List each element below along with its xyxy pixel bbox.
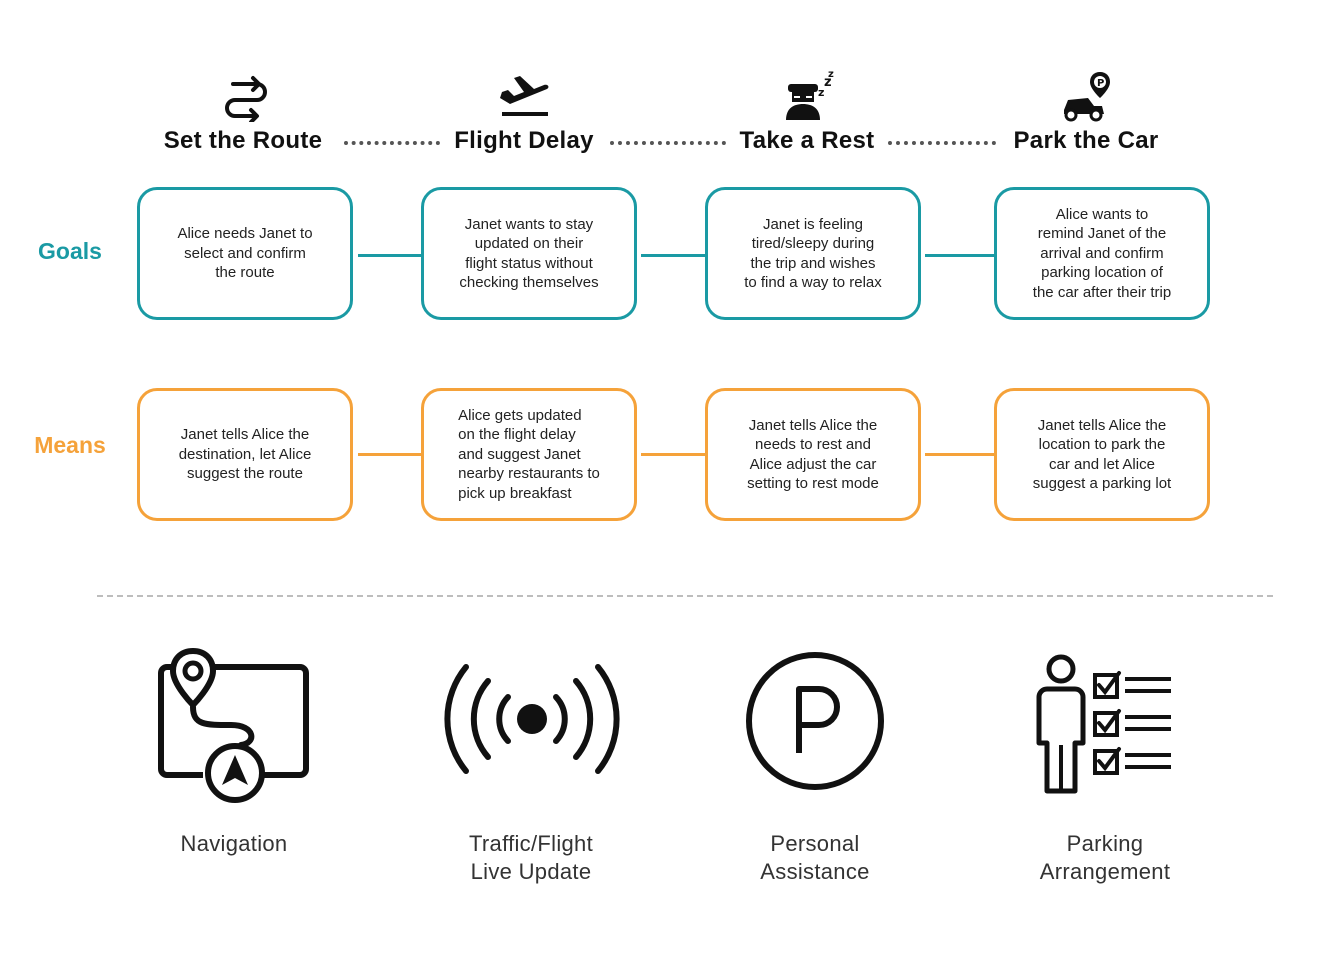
live-broadcast-icon xyxy=(444,664,620,774)
means-text: Alice gets updated on the flight delay a… xyxy=(458,406,600,502)
route-icon xyxy=(225,76,267,122)
means-connector xyxy=(641,453,707,456)
goal-text: Alice needs Janet to select and confirm … xyxy=(177,225,313,282)
stage-title-park-car: Park the Car xyxy=(1013,127,1159,154)
goal-text: Janet is feeling tired/sleepy during the… xyxy=(744,215,882,292)
goal-text: Janet wants to stay updated on their fli… xyxy=(459,215,599,292)
svg-text:z: z xyxy=(824,75,832,90)
navigation-map-icon xyxy=(158,648,309,803)
svg-text:z: z xyxy=(818,86,824,99)
stage-connector xyxy=(888,141,996,145)
svg-text:P: P xyxy=(1097,78,1104,89)
means-box-flight-delay: Alice gets updated on the flight delay a… xyxy=(421,388,637,521)
stage-connector xyxy=(610,141,726,145)
goals-row-label: Goals xyxy=(38,238,102,264)
stage-connector xyxy=(344,141,440,145)
person-checklist-icon xyxy=(1036,654,1171,794)
goal-box-flight-delay: Janet wants to stay updated on their fli… xyxy=(421,187,637,320)
means-connector xyxy=(358,453,422,456)
parking-circle-icon xyxy=(746,652,884,790)
feature-label-live-update: Traffic/Flight Live Update xyxy=(468,831,593,884)
feature-label-personal-assistance: Personal Assistance xyxy=(760,831,870,884)
goal-connector xyxy=(925,254,995,257)
feature-label-navigation: Navigation xyxy=(180,831,288,856)
stage-title-set-route: Set the Route xyxy=(163,127,323,154)
feature-label-parking-arrangement: Parking Arrangement xyxy=(1039,831,1171,884)
goal-box-take-rest: Janet is feeling tired/sleepy during the… xyxy=(705,187,921,320)
car-parking-pin-icon: P xyxy=(1064,72,1110,122)
means-box-take-rest: Janet tells Alice the needs to rest and … xyxy=(705,388,921,521)
means-connector xyxy=(925,453,995,456)
means-box-park-car: Janet tells Alice the location to park t… xyxy=(994,388,1210,521)
goal-text: Alice wants to remind Janet of the arriv… xyxy=(1032,205,1172,301)
svg-text:z: z xyxy=(828,70,834,80)
stage-title-flight-delay: Flight Delay xyxy=(454,127,594,154)
means-text: Janet tells Alice the location to park t… xyxy=(1032,416,1172,493)
goal-connector xyxy=(641,254,707,257)
means-box-set-route: Janet tells Alice the destination, let A… xyxy=(137,388,353,521)
means-text: Janet tells Alice the needs to rest and … xyxy=(747,416,879,493)
sleeping-driver-icon: z z z xyxy=(786,70,834,120)
goal-connector xyxy=(358,254,422,257)
goal-box-park-car: Alice wants to remind Janet of the arriv… xyxy=(994,187,1210,320)
goal-box-set-route: Alice needs Janet to select and confirm … xyxy=(137,187,353,320)
stage-title-take-rest: Take a Rest xyxy=(739,127,875,154)
means-row-label: Means xyxy=(34,432,106,458)
plane-departure-icon xyxy=(500,76,549,116)
means-text: Janet tells Alice the destination, let A… xyxy=(178,426,312,483)
section-divider xyxy=(97,595,1273,597)
